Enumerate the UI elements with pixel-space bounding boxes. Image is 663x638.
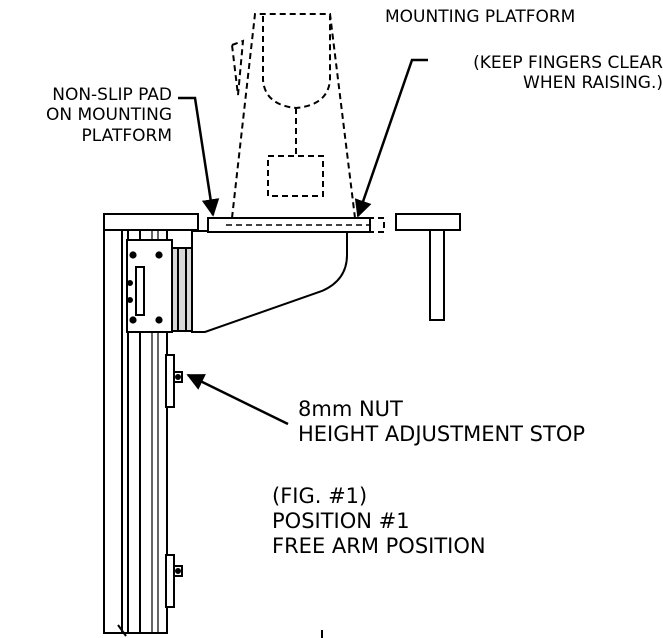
label-figure: (FIG. #1) POSITION #1 FREE ARM POSITION <box>272 484 486 560</box>
leader-nut <box>186 373 289 426</box>
nut-stop-upper <box>165 354 183 408</box>
column-cap <box>103 213 199 231</box>
label-figure-position: POSITION #1 <box>272 509 410 534</box>
support-arm <box>191 230 348 333</box>
leader-keep-fingers <box>354 58 428 218</box>
label-non-slip-pad-line2: ON MOUNTING <box>46 105 172 126</box>
phantom-object <box>230 13 356 219</box>
label-figure-description: FREE ARM POSITION <box>272 534 486 559</box>
label-nut-line1: 8mm NUT <box>298 397 403 421</box>
right-post <box>395 213 461 321</box>
leader-lines <box>178 58 428 426</box>
label-non-slip-pad: NON-SLIP PAD ON MOUNTING PLATFORM <box>0 85 172 146</box>
label-keep-fingers-line2: WHEN RAISING.) <box>523 73 663 94</box>
label-keep-fingers: (KEEP FINGERS CLEAR WHEN RAISING.) <box>428 53 663 94</box>
label-non-slip-pad-line1: NON-SLIP PAD <box>52 85 172 105</box>
label-nut: 8mm NUT HEIGHT ADJUSTMENT STOP <box>298 397 585 447</box>
label-non-slip-pad-line3: PLATFORM <box>81 125 172 146</box>
label-mounting-platform: MOUNTING PLATFORM <box>385 7 576 27</box>
nut-stop-lower <box>165 554 183 608</box>
label-nut-line2: HEIGHT ADJUSTMENT STOP <box>298 422 586 447</box>
leader-non-slip-pad <box>178 96 220 217</box>
label-keep-fingers-line1: (KEEP FINGERS CLEAR <box>473 53 663 73</box>
label-figure-number: (FIG. #1) <box>272 484 368 508</box>
carriage-bracket <box>126 239 193 333</box>
non-slip-pad <box>207 217 385 233</box>
